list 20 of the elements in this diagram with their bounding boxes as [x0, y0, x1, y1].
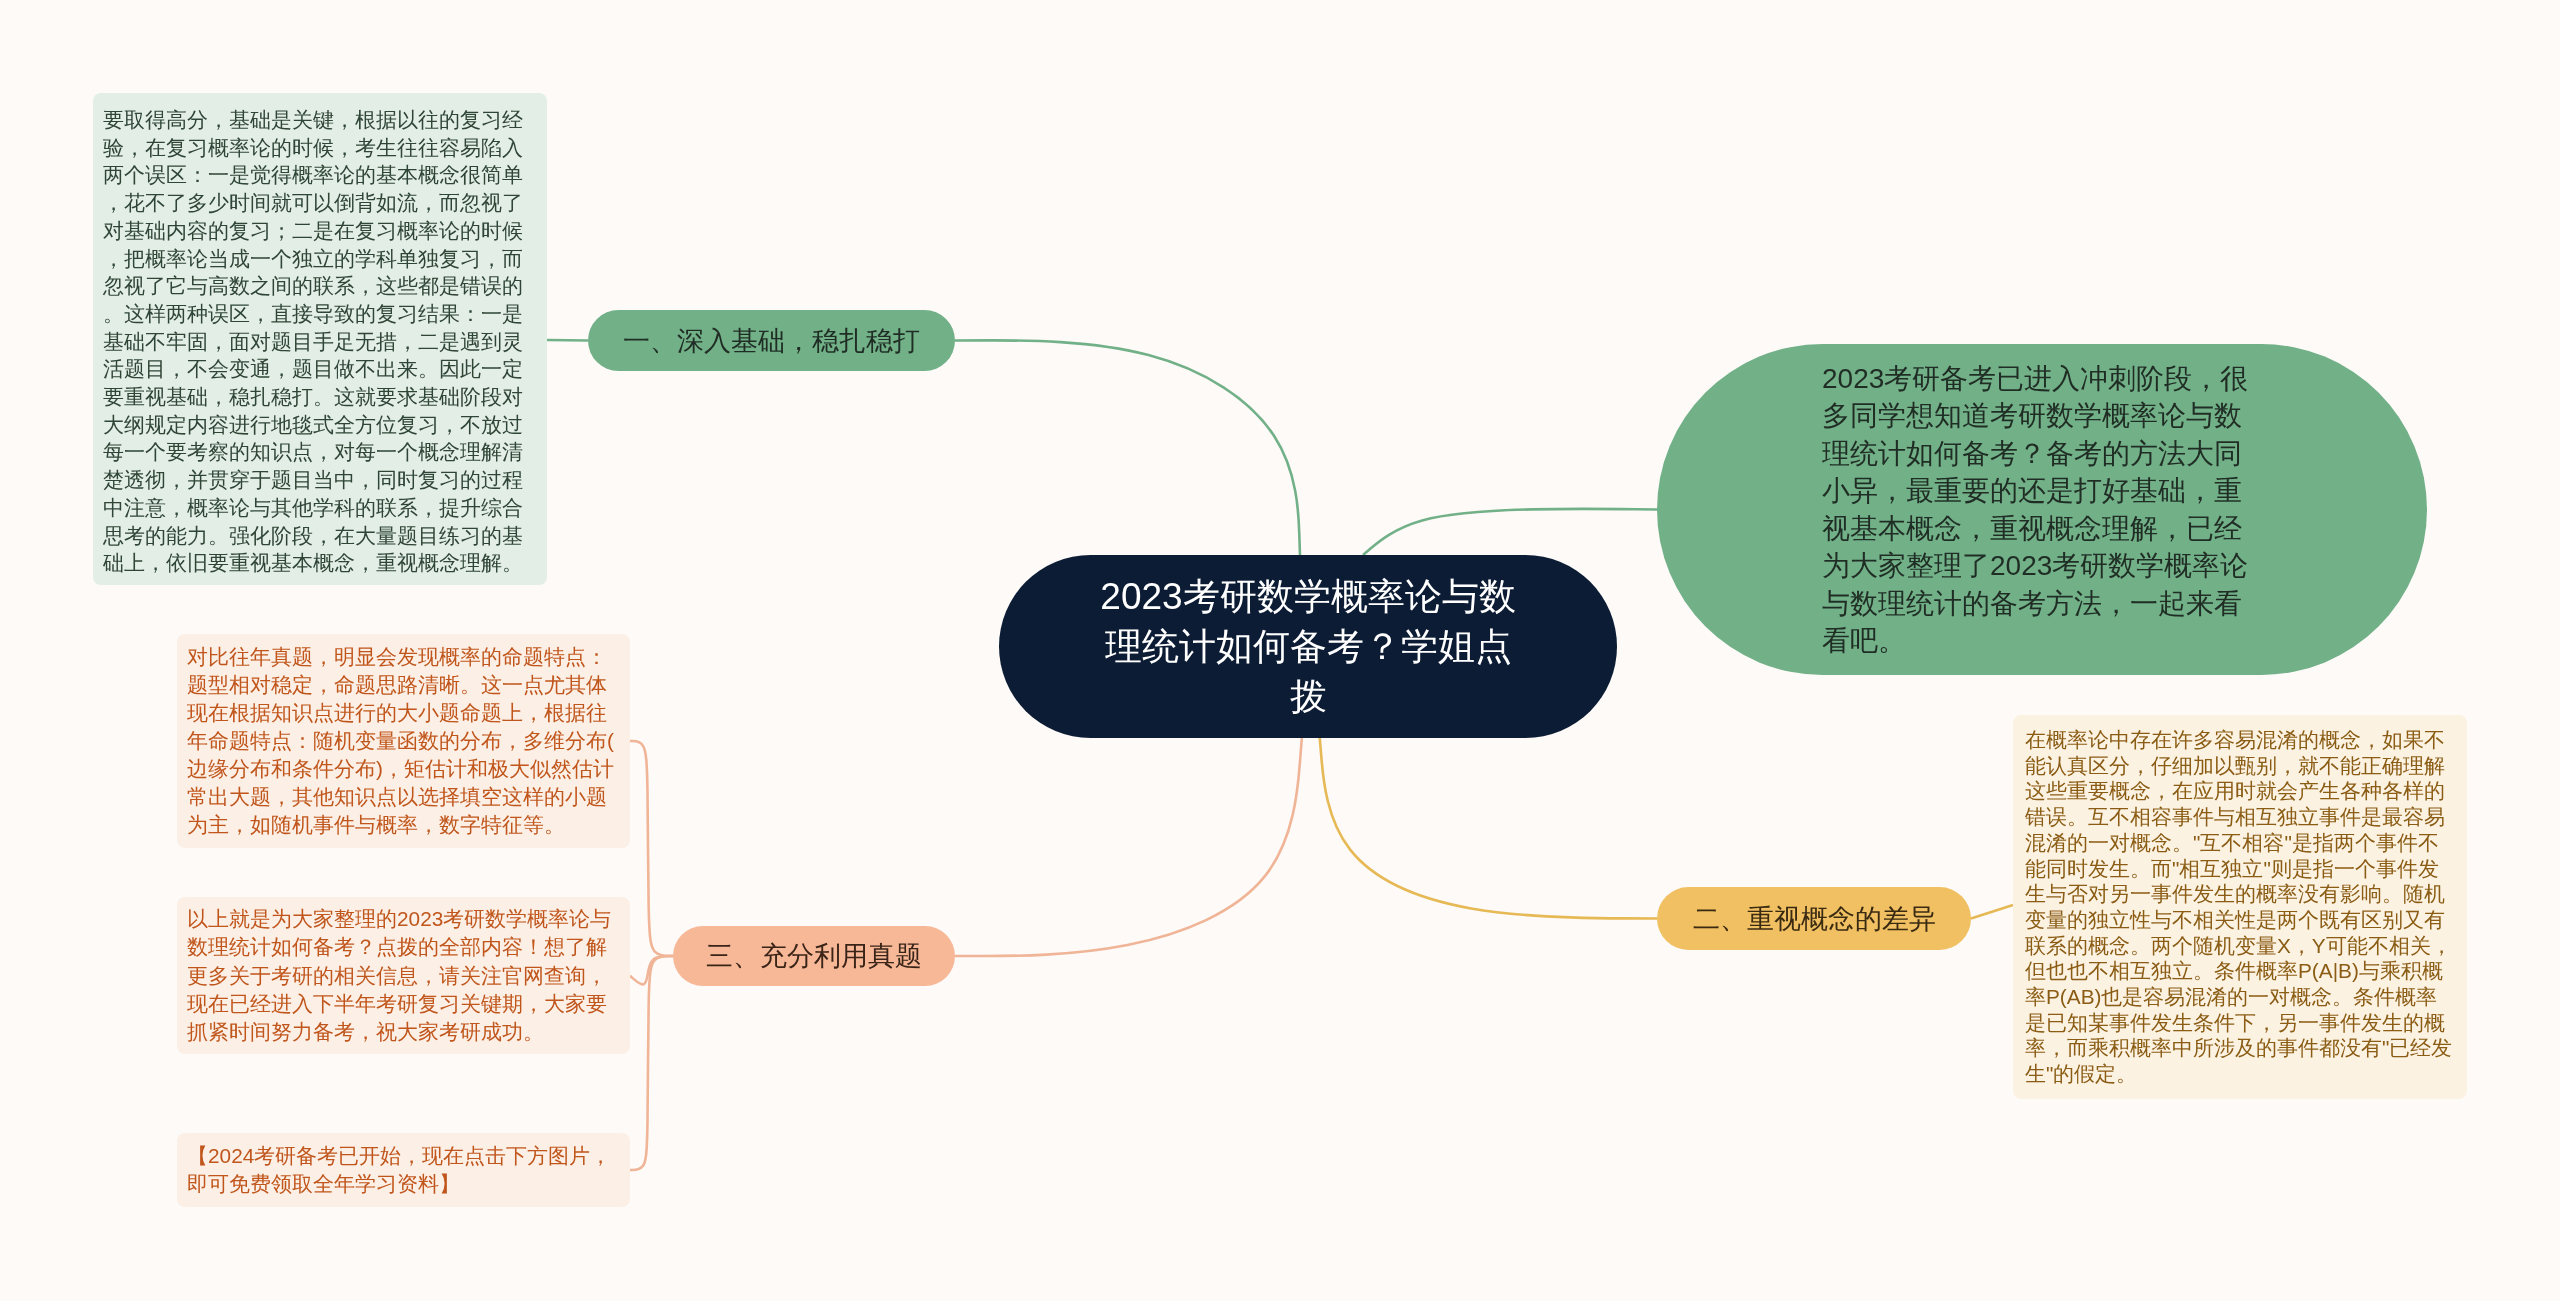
note-text: 【2024考研备考已开始，现在点击下方图片，即可免费领取全年学习资料】 [187, 1143, 613, 1197]
branch-label: 一、深入基础，稳扎稳打 [623, 324, 920, 358]
note-text: 在概率论中存在许多容易混淆的概念，如果不能认真区分，仔细加以甄别，就不能正确理解这些重要概念，在应用时就会产生各种各样的错误。互不相容事件与相互独立事件是最容易混淆的一对概念。"互不相容"是指两个事件不能同时发生。而"相互独立"则是指一个事件发生与否对另一事件发生的概率没有影响。随机变量的独立性与不相关性是两个既有区别又有联系的概念。两个随机变量X，Y可能不相关，但也也不相互独立。条件概率P(A|B)与乘积概率P(AB)也是容易混淆的一对概念。条件概率是已知某事件发生条件下，另一事件发生的概率，而乘积概率中所涉及的事件都没有"已经发生"的假定。 [2025, 727, 2454, 1087]
connector-line [547, 338, 588, 342]
connector-line [630, 954, 673, 1172]
note-card [177, 897, 630, 1055]
branch-label: 三、充分利用真题 [706, 940, 922, 973]
note-text: 对比往年真题，明显会发现概率的命题特点：题型相对稳定，命题思路清晰。这一点尤其体现在根据知识点进行的大小题命题上，根据往年命题特点：随机变量函数的分布，多维分布(边缘分布和条件分布)，矩估计和极大似然估计常出大题，其他知识点以选择填空这样的小题为主，如随机事件与概率，数字特征等。 [187, 644, 615, 838]
branch-label: 二、重视概念的差异 [1692, 902, 1936, 936]
note-card [177, 1133, 630, 1207]
connector-line [955, 737, 1304, 958]
note-text: 要取得高分，基础是关键，根据以往的复习经验，在复习概率论的时候，考生往往容易陷入两个误区：一是觉得概率论的基本概念很简单，花不了多少时间就可以倒背如流，而忽视了对基础内容的复习；二是在复习概率论的时候，把概率论当成一个独立的学科单独复习，而忽视了它与高数之间的联系，这些都是错误的。这样两种误区，直接导致的复习结果：一是基础不牢固，面对题目手足无措，二是遇到灵活题目，不会变通，题目做不出来。因此一定要重视基础，稳扎稳打。这就要求基础阶段对大纲规定内容进行地毯式全方位复习，不放过每一个要考察的知识点，对每一个概念理解清楚透彻，并贯穿于题目当中，同时复习的过程中注意，概率论与其他学科的联系，提升综合思考的能力。强化阶段，在大量题目练习的基础上，依旧要重视基本概念，重视概念理解。 [103, 107, 524, 577]
branch-topic [673, 926, 955, 986]
connector-line [1970, 903, 2014, 920]
connector-line [1362, 507, 1657, 556]
connector-line [955, 339, 1302, 556]
connector-line [1318, 737, 1657, 920]
topic-title: 2023考研数学概率论与数理统计如何备考？学姐点拨 [1099, 574, 1517, 719]
note-text: 以上就是为大家整理的2023考研数学概率论与数理统计如何备考？点拨的全部内容！想了解更多关于考研的相关信息，请关注官网查询，现在已经进入下半年考研复习关键期，大家要抓紧时间努力备考，祝大家考研成功。 [187, 906, 613, 1046]
summary-text: 2023考研备考已进入冲刺阶段，很多同学想知道考研数学概率论与数理统计如何备考？备考的方法大同小异，最重要的还是打好基础，重视基本概念，重视概念理解，已经为大家整理了2023考研数学概率论与数理统计的备考方法，一起来看看吧。 [1822, 361, 2250, 658]
